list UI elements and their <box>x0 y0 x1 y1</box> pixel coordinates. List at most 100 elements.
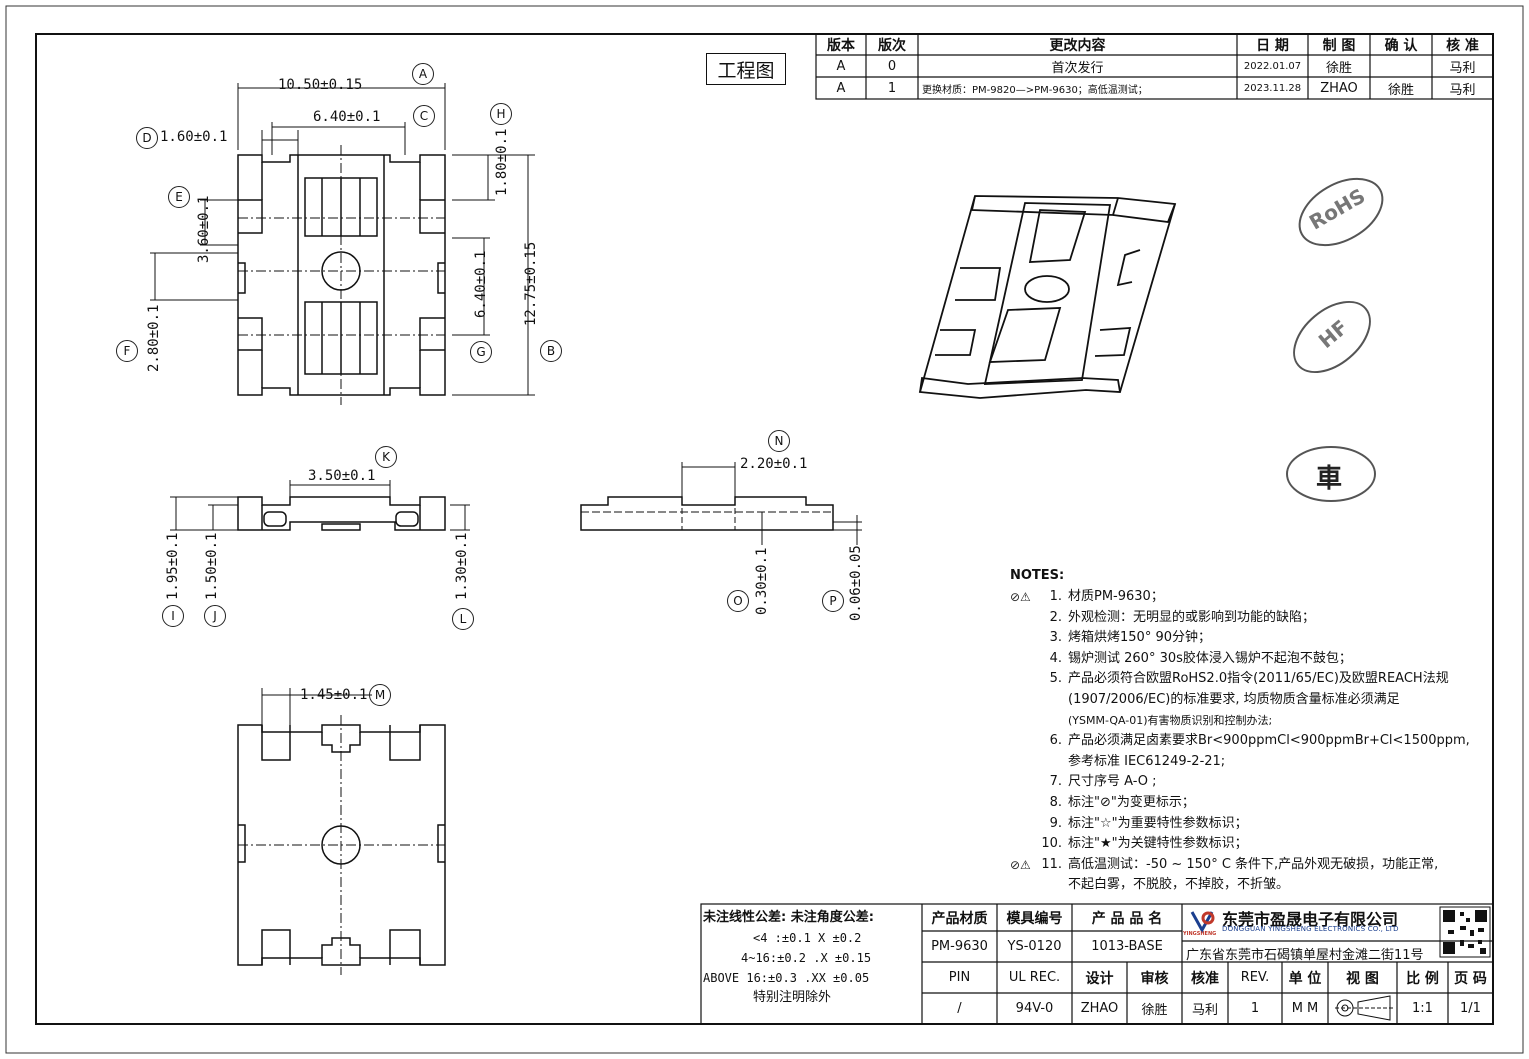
bubble-b: B <box>540 340 562 362</box>
dim-p-label: 0.06±0.05 <box>848 545 864 621</box>
tb-mold-label: 模具编号 <box>1006 910 1063 927</box>
tb-review-label: 审核 <box>1140 970 1169 987</box>
note-text: 产品必须符合欧盟RoHS2.0指令(2011/65/EC)及欧盟REACH法规 <box>1068 671 1449 687</box>
dim-k-label: 3.50±0.1 <box>308 468 376 484</box>
note-number: 4. <box>1049 650 1062 666</box>
dim-m-label: 1.45±0.1 <box>300 687 368 703</box>
bottom-view-dimensions <box>261 688 372 725</box>
revision-table-grid <box>815 33 1494 100</box>
bubble-k: K <box>375 446 397 468</box>
dim-h-label: 1.80±0.1 <box>494 128 510 196</box>
rev-row-2-issue: 1 <box>887 80 897 96</box>
company-name-en: DONGGUAN YINGSHENG ELECTRONICS CO., LTD <box>1222 925 1399 933</box>
bubble-a: A <box>412 63 434 85</box>
tb-mold-value: YS-0120 <box>1007 939 1062 954</box>
dim-i-label: 1.95±0.1 <box>165 532 181 600</box>
side-view-1-dimensions <box>170 480 470 531</box>
side-view-1 <box>237 496 446 531</box>
note-text: 材质PM-9630； <box>1068 589 1164 604</box>
note-text: 产品必须满足卤素要求Br<900ppmCl<900ppmBr+Cl<1500pp… <box>1068 733 1470 749</box>
tb-material-label: 产品材质 <box>931 910 988 927</box>
dim-f-label: 2.80±0.1 <box>146 304 162 372</box>
note-3: 3.烤箱烘烤150° 90分钟； <box>1010 628 1490 649</box>
dim-e-label: 3.60±0.1 <box>196 195 212 263</box>
change-mark-icon: ⊘⚠ <box>1010 590 1031 604</box>
title-block-grid <box>700 903 1494 1025</box>
note-7: 7. 尺寸序号 A-O ; <box>1010 772 1490 793</box>
tolerance-line-1: <4 :±0.1 X ±0.2 <box>753 931 862 945</box>
tolerance-block: 未注线性公差: 未注角度公差: <4 :±0.1 X ±0.2 4~16:±0.… <box>703 908 921 1008</box>
rev-row-1-version: A <box>836 58 846 74</box>
rev-row-1-change: 首次发行 <box>1051 60 1104 76</box>
note-number: 8. <box>1049 794 1062 810</box>
rev-header-drawn: 制 图 <box>1322 37 1356 54</box>
note-text: 外观检测：无明显的或影响到功能的缺陷； <box>1068 609 1316 625</box>
rev-header-date: 日 期 <box>1256 37 1289 54</box>
note-5: 5. 产品必须符合欧盟RoHS2.0指令(2011/65/EC)及欧盟REACH法… <box>1010 669 1490 690</box>
tb-pin-label: PIN <box>948 970 971 985</box>
dim-g-label: 6.40±0.1 <box>473 250 489 318</box>
note-9: 9.标注"☆"为重要特性参数标识； <box>1010 814 1490 835</box>
tb-approve-value: 马利 <box>1191 1003 1218 1018</box>
rev-header-version: 版本 <box>827 37 855 54</box>
top-view <box>237 145 446 405</box>
dim-o-label: 0.30±0.1 <box>754 547 770 615</box>
bubble-j: J <box>204 605 226 627</box>
tb-scale-value: 1:1 <box>1412 1001 1433 1016</box>
tolerance-line-2: 4~16:±0.2 .X ±0.15 <box>741 951 872 965</box>
tb-scale-label: 比 例 <box>1406 970 1439 987</box>
bubble-d: D <box>136 127 158 149</box>
dim-d-label: 1.60±0.1 <box>160 129 228 145</box>
note-5-continued-b: (YSMM-QA-01)有害物质识别和控制办法; <box>1068 713 1273 727</box>
side-view-2-dimensions <box>681 462 862 545</box>
rev-header-confirm: 确 认 <box>1384 37 1418 54</box>
rev-header-approve: 核 准 <box>1446 37 1479 54</box>
bubble-i: I <box>162 605 184 627</box>
tb-rev-value: 1 <box>1250 1001 1260 1016</box>
bubble-n: N <box>768 430 790 452</box>
bubble-p: P <box>822 590 844 612</box>
note-4: 4.锡炉测试 260° 30s胶体浸入锡炉不起泡不鼓包； <box>1010 649 1490 670</box>
tb-design-label: 设计 <box>1085 970 1114 987</box>
tb-rev-label: REV. <box>1240 970 1270 985</box>
note-number: 2. <box>1049 609 1062 625</box>
tb-unit-value: M M <box>1291 1001 1319 1016</box>
note-number: 7. <box>1049 774 1062 790</box>
note-10: 10.标注"★"为关键特性参数标识； <box>1010 834 1490 855</box>
tolerance-heading: 未注线性公差: 未注角度公差: <box>703 910 874 925</box>
rev-row-2-confirm: 徐胜 <box>1387 82 1414 98</box>
tb-name-value: 1013-BASE <box>1091 939 1163 954</box>
note-6: 6.产品必须满足卤素要求Br<900ppmCl<900ppmBr+Cl<1500… <box>1010 731 1490 752</box>
note-text: 标注"★"为关键特性参数标识； <box>1068 836 1248 852</box>
change-mark-icon: ⊘⚠ <box>1010 857 1031 872</box>
note-2: 2. 外观检测：无明显的或影响到功能的缺陷； <box>1010 608 1490 629</box>
dim-j-label: 1.50±0.1 <box>204 532 220 600</box>
tb-design-value: ZHAO <box>1080 1001 1119 1016</box>
note-11-continued: 不起白雾，不脱胶，不掉胶，不折皱。 <box>1068 877 1290 893</box>
bubble-e: E <box>168 186 190 208</box>
note-number: 1. <box>1049 589 1062 604</box>
note-text: 标注"☆"为重要特性参数标识； <box>1068 815 1248 831</box>
engineering-drawing-tag: 工程图 <box>706 53 786 85</box>
rev-row-1-issue: 0 <box>887 58 897 74</box>
dim-n-label: 2.20±0.1 <box>740 456 808 472</box>
note-5-continued-a: (1907/2006/EC)的标准要求, 均质物质含量标准必须满足 <box>1068 691 1400 707</box>
rev-header-issue: 版次 <box>878 37 906 54</box>
rev-row-2-date: 2023.11.28 <box>1243 82 1302 94</box>
note-6-continued: 参考标准 IEC61249-2-21; <box>1068 753 1226 769</box>
company-logo-icon <box>1190 911 1215 934</box>
note-text: 尺寸序号 A-O ; <box>1068 774 1157 790</box>
rev-row-2-drawn: ZHAO <box>1320 80 1358 96</box>
rev-row-2-approve: 马利 <box>1449 82 1476 98</box>
note-number: 5. <box>1049 671 1062 687</box>
tb-review-value: 徐胜 <box>1141 1003 1168 1018</box>
tb-page-value: 1/1 <box>1460 1001 1481 1016</box>
note-text: 高低温测试：-50 ~ 150° C 条件下,产品外观无破损，功能正常, <box>1068 856 1439 872</box>
company-address: 广东省东莞市石碣镇单屋村金滩二街11号 <box>1186 948 1424 963</box>
bubble-l: L <box>452 608 474 630</box>
company-name-cn: 东莞市盈晟电子有限公司 <box>1222 910 1399 929</box>
bubble-f: F <box>116 340 138 362</box>
dim-a-label: 10.50±0.15 <box>278 77 363 93</box>
rev-header-change: 更改内容 <box>1049 37 1106 54</box>
